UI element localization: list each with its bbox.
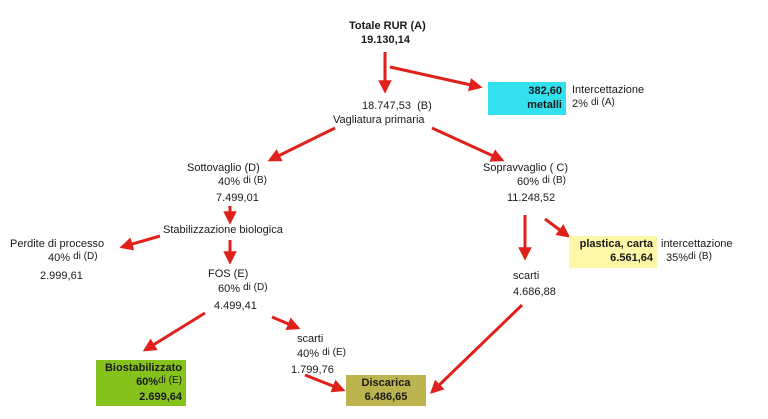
plastic-pct: 35% xyxy=(666,252,689,264)
fos-waste-label: scarti xyxy=(297,333,324,345)
fos-waste-pct-line: 40% di (E) xyxy=(297,347,346,361)
biostabilized-name: Biostabilizzato xyxy=(104,362,182,374)
arrow-total-to-metals xyxy=(389,65,483,92)
biostabilized-of: di (E) xyxy=(158,375,182,386)
undersieve-label: Sottovaglio (D) xyxy=(187,162,260,174)
fos-pct: 60% xyxy=(218,283,241,295)
fos-of: di (D) xyxy=(243,282,268,293)
fos-waste-pct: 40% xyxy=(297,348,320,360)
losses-value: 2.999,61 xyxy=(40,270,83,282)
b-label: Vagliatura primaria xyxy=(333,114,425,126)
arrow-c-to-plastic xyxy=(544,217,571,238)
undersieve-pct-line: 40% di (B) xyxy=(218,175,267,189)
fos-label: FOS (E) xyxy=(208,268,249,280)
arrow-fos-to-waste xyxy=(271,315,301,331)
arrow-b-to-undersieve xyxy=(267,126,336,162)
arrow-overwaste-to-landfill xyxy=(430,303,524,394)
losses-pct: 40% xyxy=(48,252,71,264)
arrow-waste-to-landfill xyxy=(304,373,346,393)
oversieve-value: 11.248,52 xyxy=(507,192,556,204)
plastic-value: 6.561,64 xyxy=(610,252,653,264)
metals-of: di (A) xyxy=(590,97,615,108)
landfill-box: Discarica 6.486,65 xyxy=(346,375,426,406)
undersieve-pct: 40% xyxy=(218,176,241,188)
biostabilized-value: 2.699,64 xyxy=(139,391,182,403)
fos-value: 4.499,41 xyxy=(214,300,257,312)
total-title: Totale RUR (A) xyxy=(349,20,426,32)
undersieve-of: di (B) xyxy=(243,175,267,186)
b-node-line: 18.747,53 (B) xyxy=(362,100,432,113)
b-code: (B) xyxy=(417,100,432,112)
oversieve-of: di (B) xyxy=(542,175,566,186)
losses-label: Perdite di processo xyxy=(10,238,105,250)
plastic-box: plastica, carta 6.561,64 xyxy=(569,236,657,268)
fos-waste-value: 1.799,76 xyxy=(291,364,334,376)
undersieve-value: 7.499,01 xyxy=(216,192,259,204)
losses-pct-line: 40% di (D) xyxy=(48,251,98,265)
plastic-name: plastica, carta xyxy=(579,238,653,250)
plastic-pct-line: 35%di (B) xyxy=(666,251,712,265)
landfill-value: 6.486,65 xyxy=(364,391,408,403)
plastic-label: intercettazione xyxy=(661,238,733,250)
landfill-name: Discarica xyxy=(361,377,411,389)
biostabilized-box: Biostabilizzato 60%di (E) 2.699,64 xyxy=(96,360,186,406)
plastic-of: di (B) xyxy=(688,251,712,262)
losses-of: di (D) xyxy=(73,251,98,262)
metals-label: Intercettazione xyxy=(572,84,645,96)
biostabilized-pct-line: 60%di (E) xyxy=(96,375,182,390)
arrow-fos-to-bio xyxy=(142,311,206,352)
over-waste-value: 4.686,88 xyxy=(513,286,556,298)
over-waste-label: scarti xyxy=(513,270,540,282)
arrow-b-to-oversieve xyxy=(431,126,505,162)
metals-pct-line: 2% di (A) xyxy=(572,97,615,111)
oversieve-pct-line: 60% di (B) xyxy=(517,175,566,189)
metals-value: 382,60 xyxy=(528,85,562,97)
b-value: 18.747,53 xyxy=(362,100,411,112)
biostabilized-pct: 60% xyxy=(136,376,159,388)
stabilization-label: Stabilizzazione biologica xyxy=(163,224,283,236)
metals-box: 382,60 metalli xyxy=(488,82,566,115)
fos-pct-line: 60% di (D) xyxy=(218,282,268,296)
metals-pct: 2% xyxy=(572,98,588,110)
arrow-stab-to-losses xyxy=(119,234,161,251)
oversieve-label: Sopravvaglio ( C) xyxy=(483,162,568,174)
fos-waste-of: di (E) xyxy=(322,347,346,358)
total-value: 19.130,14 xyxy=(361,34,410,46)
metals-name: metalli xyxy=(527,99,562,111)
oversieve-pct: 60% xyxy=(517,176,540,188)
